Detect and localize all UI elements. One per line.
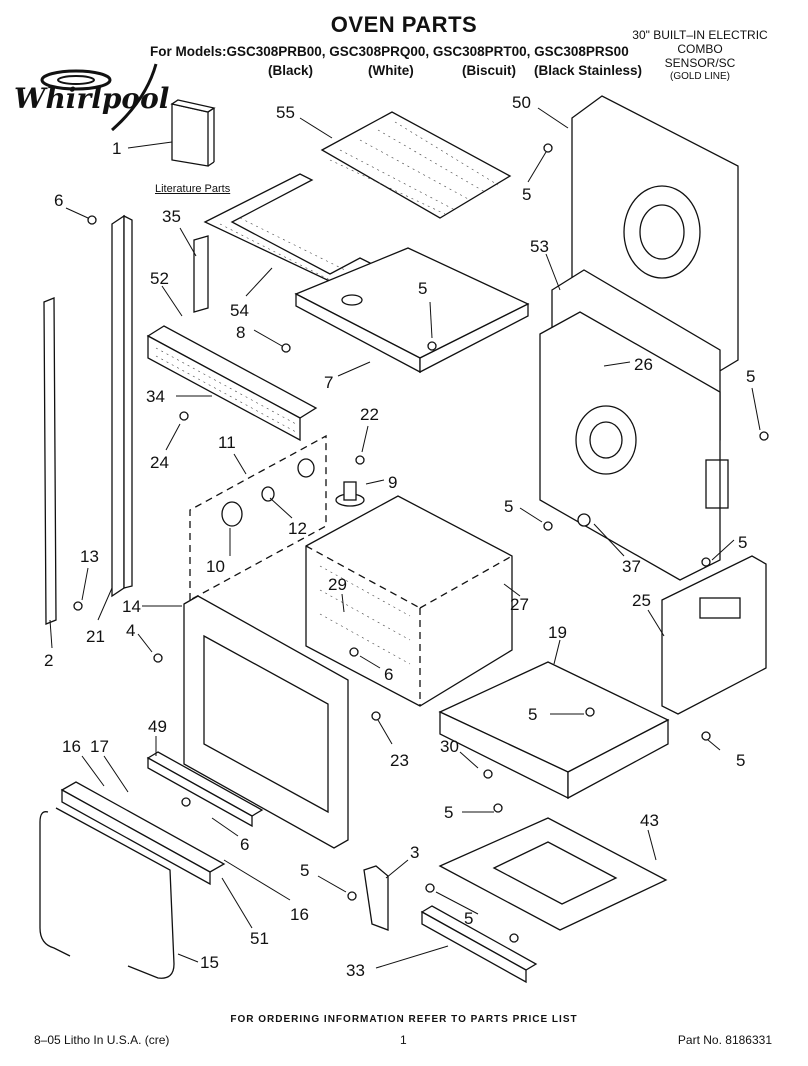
product-note-line-1: 30" BUILT–IN ELECTRIC	[632, 28, 768, 42]
part-52-34-vent-grille	[146, 325, 318, 442]
part-26-rear-panel	[539, 311, 729, 581]
callout-1: 1	[112, 139, 121, 158]
callout-35: 35	[162, 207, 181, 226]
callout-5: 5	[528, 705, 537, 724]
product-note-line-3: SENSOR/SC	[664, 56, 736, 70]
callout-22: 22	[360, 405, 379, 424]
part-15-door-gasket	[39, 807, 175, 979]
part-49-bracket	[146, 751, 264, 828]
part-2-side-strip	[43, 297, 57, 625]
part-25-side-panel	[661, 555, 767, 715]
callout-34: 34	[146, 387, 165, 406]
callout-16: 16	[290, 905, 309, 924]
callout-2: 2	[44, 651, 53, 670]
callout-5: 5	[504, 497, 513, 516]
callout-30: 30	[440, 737, 459, 756]
part-number: Part No. 8186331	[677, 1033, 772, 1047]
callout-15: 15	[200, 953, 219, 972]
callout-53: 53	[530, 237, 549, 256]
callout-5: 5	[746, 367, 755, 386]
product-note-line-4: (GOLD LINE)	[669, 71, 730, 82]
callout-3: 3	[410, 843, 419, 862]
color-label-black-stainless: (Black Stainless)	[534, 63, 643, 78]
callout-16: 16	[62, 737, 81, 756]
part-14-front-frame	[183, 595, 349, 849]
part-35-bracket	[193, 235, 209, 313]
callout-leaders	[49, 107, 761, 969]
callout-5: 5	[738, 533, 747, 552]
callout-29: 29	[328, 575, 347, 594]
callout-11: 11	[218, 433, 236, 452]
callout-50: 50	[512, 93, 531, 112]
part-21-side-trim	[111, 214, 133, 598]
callout-37: 37	[622, 557, 641, 576]
callout-23: 23	[390, 751, 409, 770]
callout-9: 9	[388, 473, 397, 492]
litho-note: 8–05 Litho In U.S.A. (cre)	[34, 1033, 170, 1047]
callout-51: 51	[250, 929, 269, 948]
callout-55: 55	[276, 103, 295, 122]
part-7-top-panel	[294, 247, 530, 374]
callout-12: 12	[288, 519, 307, 538]
screw-icons	[73, 143, 769, 943]
model-list: For Models:GSC308PRB00, GSC308PRQ00, GSC…	[150, 44, 629, 59]
callout-8: 8	[236, 323, 245, 342]
callout-4: 4	[126, 621, 135, 640]
callout-21: 21	[86, 627, 105, 646]
page-number: 1	[400, 1033, 407, 1047]
callout-5: 5	[300, 861, 309, 880]
part-11-control-group	[189, 434, 327, 601]
part-1-literature	[170, 99, 216, 167]
callout-10: 10	[206, 557, 225, 576]
color-label-biscuit: (Biscuit)	[462, 63, 516, 78]
callout-14: 14	[122, 597, 141, 616]
part-54-insulation-frame	[203, 173, 374, 287]
part-9-sensor	[335, 481, 365, 507]
part-51-door-trim	[60, 781, 226, 886]
callout-25: 25	[632, 591, 651, 610]
callout-26: 26	[634, 355, 653, 374]
part-33-kick-plate	[420, 905, 538, 984]
callout-33: 33	[346, 961, 365, 980]
callout-19: 19	[548, 623, 567, 642]
brand-logo: Whirlpool	[14, 82, 170, 115]
callout-24: 24	[150, 453, 169, 472]
part-3-bracket	[363, 865, 389, 931]
callout-6: 6	[384, 665, 393, 684]
callout-5: 5	[444, 803, 453, 822]
callout-6: 6	[54, 191, 63, 210]
callout-49: 49	[148, 717, 167, 736]
part-19-bottom-panel	[438, 661, 670, 800]
callout-7: 7	[324, 373, 333, 392]
callout-5: 5	[736, 751, 745, 770]
color-label-white: (White)	[368, 63, 414, 78]
callout-13: 13	[80, 547, 99, 566]
page-title: OVEN PARTS	[330, 12, 478, 37]
callout-5: 5	[418, 279, 427, 298]
callout-54: 54	[230, 301, 249, 320]
part-43-floor-pan	[438, 817, 668, 931]
color-label-black: (Black)	[268, 63, 314, 78]
product-note-line-2: COMBO	[677, 42, 723, 56]
ordering-note: FOR ORDERING INFORMATION REFER TO PARTS …	[230, 1014, 578, 1025]
callout-5: 5	[522, 185, 531, 204]
literature-parts-label: Literature Parts	[155, 183, 231, 195]
part-55-insulation	[320, 111, 512, 219]
callout-27: 27	[510, 595, 529, 614]
callout-52: 52	[150, 269, 169, 288]
callout-6: 6	[240, 835, 249, 854]
callout-5: 5	[464, 909, 473, 928]
callout-17: 17	[90, 737, 109, 756]
brand-logo-swirl	[40, 63, 158, 132]
callout-43: 43	[640, 811, 659, 830]
callout-labels: 1 55 50 6 35 5 52 54 53 8 5 26 5 34 7 22…	[44, 93, 755, 980]
